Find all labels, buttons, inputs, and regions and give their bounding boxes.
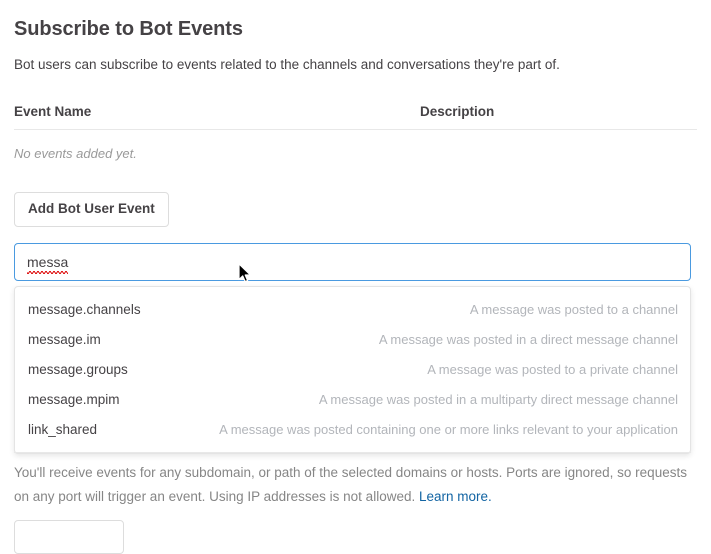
- dropdown-option[interactable]: message.groups A message was posted to a…: [15, 355, 690, 385]
- dropdown-option[interactable]: message.channels A message was posted to…: [15, 295, 690, 325]
- event-search-combobox: messa message.channels A message was pos…: [14, 243, 691, 454]
- event-suggestions-dropdown[interactable]: message.channels A message was posted to…: [14, 286, 691, 454]
- column-header-description: Description: [420, 104, 495, 119]
- dropdown-option-description: A message was posted containing one or m…: [219, 422, 678, 437]
- dropdown-option-name: message.im: [28, 332, 101, 347]
- page-title: Subscribe to Bot Events: [14, 18, 243, 40]
- section-divider: [14, 452, 691, 453]
- dropdown-option-name: message.groups: [28, 362, 128, 377]
- event-search-input-value: messa: [27, 254, 69, 274]
- dropdown-option-description: A message was posted in a direct message…: [378, 332, 678, 347]
- bottom-action-button[interactable]: [14, 520, 124, 554]
- events-table-header-row: Event Name Description: [14, 104, 697, 130]
- add-bot-user-event-button[interactable]: Add Bot User Event: [14, 192, 169, 227]
- dropdown-option-name: message.channels: [28, 302, 141, 317]
- dropdown-option-description: A message was posted to a private channe…: [427, 362, 678, 377]
- dropdown-option[interactable]: message.mpim A message was posted in a m…: [15, 385, 690, 415]
- events-table-empty-message: No events added yet.: [14, 146, 137, 161]
- domains-helper-text: You'll receive events for any subdomain,…: [14, 461, 691, 509]
- dropdown-option[interactable]: message.im A message was posted in a dir…: [15, 325, 690, 355]
- dropdown-option-description: A message was posted to a channel: [469, 302, 678, 317]
- domains-helper-body: You'll receive events for any subdomain,…: [14, 465, 687, 504]
- dropdown-option-name: link_shared: [28, 422, 98, 437]
- column-header-event-name: Event Name: [14, 104, 92, 119]
- dropdown-option[interactable]: link_shared A message was posted contain…: [15, 415, 690, 445]
- learn-more-link[interactable]: Learn more.: [418, 489, 492, 504]
- events-table: Event Name Description No events added y…: [14, 104, 697, 162]
- dropdown-option-description: A message was posted in a multiparty dir…: [318, 392, 678, 407]
- event-search-input[interactable]: messa: [14, 243, 691, 281]
- subscribe-bot-events-page: Subscribe to Bot Events Bot users can su…: [14, 18, 697, 554]
- page-description: Bot users can subscribe to events relate…: [14, 57, 560, 72]
- dropdown-option-name: message.mpim: [28, 392, 120, 407]
